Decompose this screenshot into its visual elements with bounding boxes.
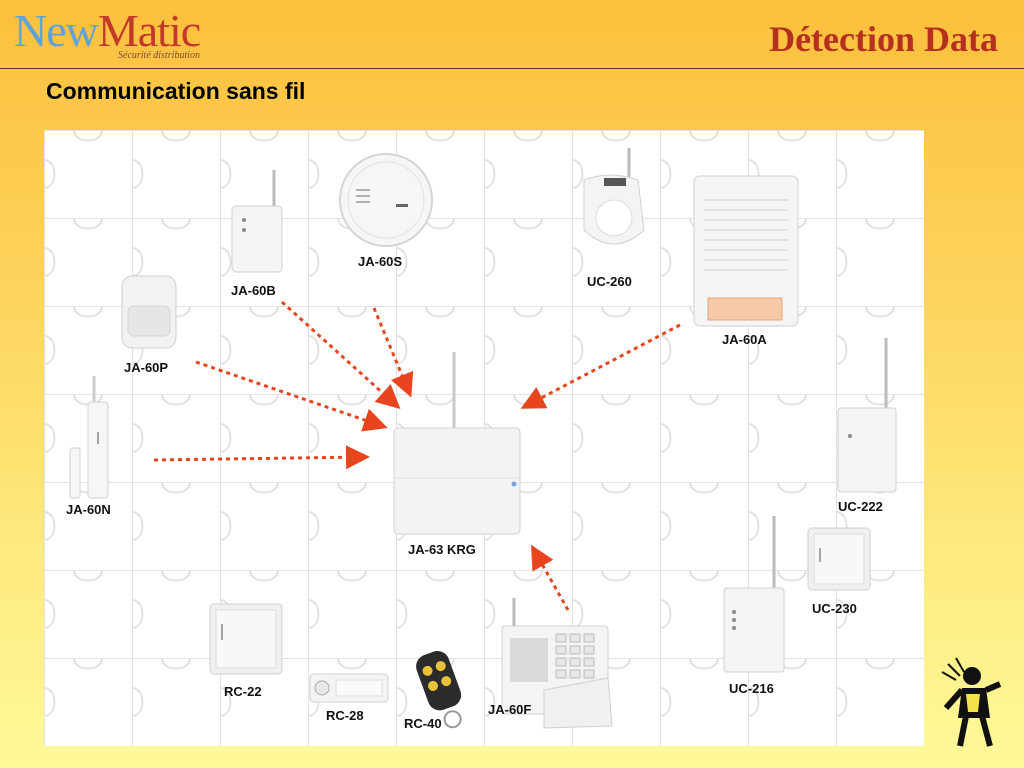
uc216-label: UC-216 — [729, 681, 774, 696]
uc260-label: UC-260 — [587, 274, 632, 289]
logo-matic: Matic — [97, 5, 201, 56]
rc40-label: RC-40 — [404, 716, 442, 731]
arrow-ja60b — [280, 300, 401, 410]
ja60s-label: JA-60S — [358, 254, 402, 269]
arrow-ja60a — [520, 323, 681, 409]
rc22-label: RC-22 — [224, 684, 262, 699]
logo-new: New — [14, 5, 99, 56]
ja60a-siren — [693, 175, 799, 327]
newmatic-logo: NewMatic Sécurité distribution — [14, 6, 244, 64]
uc222-label: UC-222 — [838, 499, 883, 514]
mascot-figure-icon — [941, 657, 1002, 747]
header-divider — [0, 68, 1024, 69]
slide-subtitle: Communication sans fil — [46, 78, 306, 104]
ja63krg-control-panel — [393, 352, 521, 535]
logo-wordmark: NewMatic — [14, 5, 201, 56]
arrow-ja60s — [372, 307, 414, 398]
rc28-doorbell — [309, 673, 389, 703]
arrow-group — [153, 300, 681, 611]
ja60b-label: JA-60B — [231, 283, 276, 298]
page-title: Détection Data — [769, 19, 998, 59]
diagram-canvas: JA-60B JA-60S UC-260 — [44, 130, 924, 746]
ja60p-label: JA-60P — [124, 360, 168, 375]
uc230-switch — [807, 527, 871, 591]
ja60p-pir-detector — [121, 275, 177, 349]
ja60n-label: JA-60N — [66, 502, 111, 517]
rc22-button — [209, 603, 283, 675]
ja60n-door-contact — [69, 376, 109, 499]
ja60f-label: JA-60F — [488, 702, 531, 717]
ja60s-smoke-detector — [339, 153, 433, 247]
arrow-ja60n — [153, 445, 370, 470]
uc260-detector — [583, 148, 645, 245]
logo-tagline: Sécurité distribution — [118, 50, 200, 61]
ja63krg-label: JA-63 KRG — [408, 542, 476, 557]
rc28-label: RC-28 — [326, 708, 364, 723]
ja60b-device — [231, 170, 283, 273]
ja60a-label: JA-60A — [722, 332, 767, 347]
uc222-device — [837, 338, 897, 493]
uc230-label: UC-230 — [812, 601, 857, 616]
rc40-keyfob — [416, 651, 462, 729]
arrow-ja60p — [195, 360, 388, 432]
arrow-ja60f — [531, 544, 570, 611]
ja60f-keypad — [501, 598, 613, 729]
diagram-panel: JA-60B JA-60S UC-260 — [44, 130, 924, 746]
uc216-device — [723, 516, 785, 673]
